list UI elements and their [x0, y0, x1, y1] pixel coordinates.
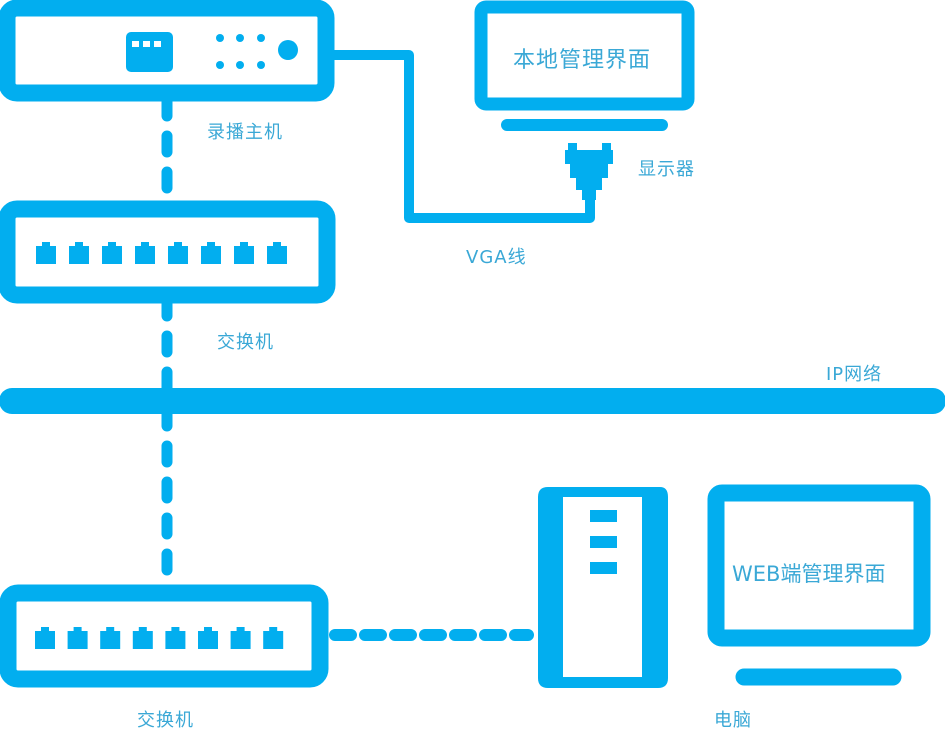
- ethernet-port-icon: [198, 627, 218, 649]
- vga-cable: [330, 50, 595, 223]
- network-switch-icon: [0, 200, 336, 304]
- ethernet-port-icon: [135, 242, 155, 264]
- ethernet-port-icon: [201, 242, 221, 264]
- ip-network-label: IP网络: [826, 364, 883, 385]
- ethernet-port-icon: [132, 627, 153, 649]
- ethernet-port-icon: [69, 242, 89, 264]
- recorder-host-label: 录播主机: [207, 122, 283, 143]
- desktop-tower-icon: [538, 487, 668, 688]
- power-button-icon: [278, 40, 298, 60]
- indicator-dot: [236, 34, 244, 42]
- indicator-dot: [257, 61, 265, 69]
- ethernet-port-icon: [165, 627, 186, 649]
- recorder-display-panel: [126, 32, 173, 72]
- vga-cable-label: VGA线: [466, 247, 527, 268]
- vga-connector-icon: [565, 143, 613, 200]
- indicator-dot: [216, 61, 224, 69]
- ethernet-port-icon: [234, 242, 254, 264]
- web-management-screen-text: WEB端管理界面: [732, 562, 886, 586]
- ethernet-port-icon: [36, 242, 56, 264]
- network-switch-icon: [0, 584, 329, 688]
- switch-top-label: 交换机: [217, 332, 274, 353]
- ethernet-port-icon: [100, 627, 121, 649]
- computer-monitor-icon: [707, 484, 931, 686]
- indicator-dot: [236, 61, 244, 69]
- drive-bay: [590, 536, 617, 548]
- ethernet-port-icon: [102, 242, 122, 264]
- indicator-dot: [216, 34, 224, 42]
- computer-label: 电脑: [714, 710, 752, 731]
- monitor-icon: [474, 0, 695, 200]
- ethernet-port-icon: [35, 627, 55, 649]
- indicator-dot: [257, 34, 265, 42]
- ethernet-port-icon: [267, 242, 287, 264]
- ethernet-port-icon: [67, 627, 88, 649]
- ethernet-port-icon: [230, 627, 251, 649]
- drive-bay: [590, 562, 617, 574]
- ethernet-port-icon: [263, 627, 284, 649]
- local-management-screen-text: 本地管理界面: [513, 48, 652, 73]
- monitor-label: 显示器: [638, 159, 695, 180]
- drive-bay: [590, 510, 617, 522]
- recorder-host-icon: [0, 0, 335, 102]
- ethernet-port-icon: [168, 242, 188, 264]
- switch-bottom-label: 交换机: [137, 710, 194, 731]
